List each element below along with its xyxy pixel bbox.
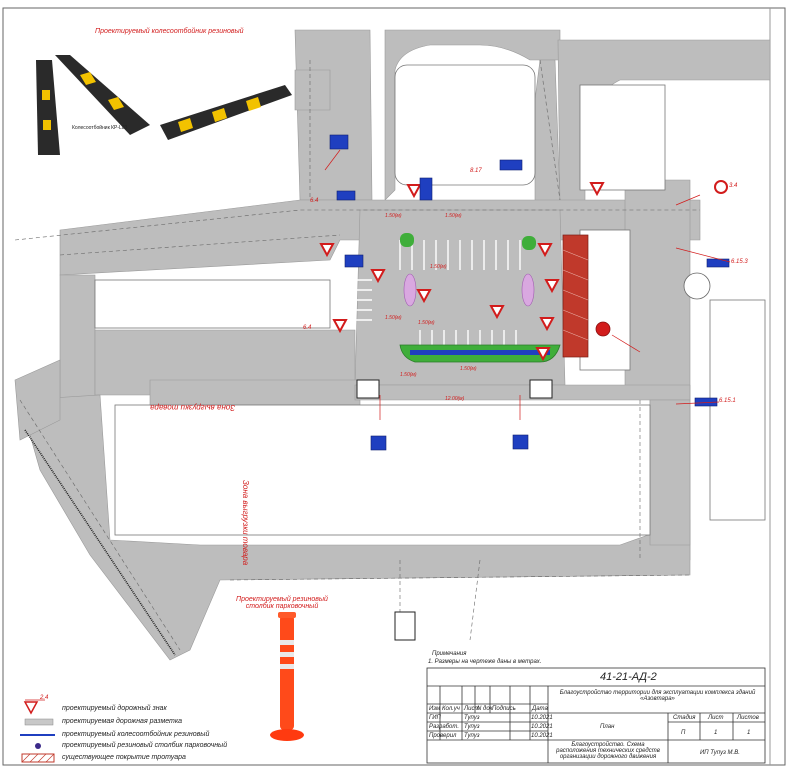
legend-item-4: существующее покрытие тротуара [62,754,186,761]
col-header-2: Лист [464,706,480,712]
legend-item-3: проектируемый резиновый столбик парковоч… [62,742,228,749]
sheet-value: 1 [714,730,718,736]
post-title: Проектируемый резиновый столбик парковоч… [236,596,328,610]
role-2-date: 10.2021 [531,733,553,739]
role-1-name: Тупуз [464,724,480,730]
warning-signs [319,182,605,362]
dimension-4: 1.50(м) [385,315,402,321]
unloading-zone-vertical-label: Зона выгрузки товара [241,480,250,566]
role-1: Разработ. [429,724,459,730]
project-title: Благоустройство территории для эксплуата… [559,690,756,702]
sheets-value: 1 [747,730,751,736]
role-0: ГИП [429,715,441,721]
buildings [94,64,766,536]
drawing-title: Благоустройство. Схема расположения техн… [556,742,660,760]
legend-item-2: проектируемый колесоотбойник резиновый [62,731,210,738]
col-header-1: Кол.уч [442,706,460,712]
notes-line1: 1. Размеры на чертеже даны в метрах. [428,659,542,665]
role-2: Проверил [429,733,457,739]
round-structure [683,272,711,300]
sign-code-5: 6.4 [310,198,319,204]
dimension-2: 1.50(м) [445,213,462,219]
dimension-1: 1.50(м) [385,213,402,219]
wheel-stop-caption: Колесоотбойник КР-L83 [72,125,128,131]
sign-code-1: 3.4 [729,183,738,189]
leader-lines [324,149,731,420]
title-block-grid [426,667,766,764]
col-header-4: Подпись [492,706,516,712]
sheet-header: Лист [708,715,724,721]
entrance-canopies [356,379,553,641]
legend-item-1: проектируемая дорожная разметка [62,718,183,725]
sheet-name: План [600,724,615,730]
sign-triangle-icon [23,701,39,715]
road-network [14,29,771,661]
role-0-name: Тупуз [464,715,480,721]
col-header-5: Дата [532,706,548,712]
dimension-3: 1.50(м) [430,264,447,270]
col-header-0: Изм [429,706,441,712]
role-2-name: Тупуз [464,733,480,739]
hatch-icon [21,753,55,763]
role-0-date: 10.2021 [531,715,553,721]
sign-code-2: 6.15.3 [731,259,748,265]
wheel-stop-pictures [36,55,292,155]
notes-title: Примечания [432,651,467,657]
marking-icon [24,718,54,726]
role-1-date: 10.2021 [531,724,553,730]
doc-code: 41-21-АД-2 [600,671,657,683]
dimension-6: 1.50(м) [460,366,477,372]
company-name: ИП Тупуз М.В. [700,750,740,756]
green-islands [399,233,561,363]
sheets-header: Листов [737,715,759,721]
stage-header: Стадия [673,715,696,721]
dimension-5: 1.50(м) [418,320,435,326]
col-header-3: N док [477,706,493,712]
sign-code-3: 6.15.1 [719,398,736,404]
hydrant-sign [595,321,611,337]
parking-post-picture [270,612,304,741]
legend-symbols [20,699,55,763]
sign-code-4: 6.4 [303,325,312,331]
utility-lines [14,59,700,656]
blue-signs [329,134,730,451]
no-entry-sign [714,180,728,194]
dimension-8: 1.50(м) [400,372,417,378]
stage-value: П [681,730,686,736]
post-dot-icon [35,743,41,749]
legend-item-0: проектируемый дорожный знак [62,705,167,712]
dimension-7: 12.00(м) [445,396,465,402]
paving-pattern [562,249,589,341]
wheel-stop-title: Проектируемый колесоотбойник резиновый [95,28,244,35]
legend-sign-code: 2.4 [40,695,49,701]
sign-code-6: 8.17 [470,168,482,174]
unloading-zone-label: Зона выгрузки товара [150,403,236,412]
paving-strip [562,234,589,358]
